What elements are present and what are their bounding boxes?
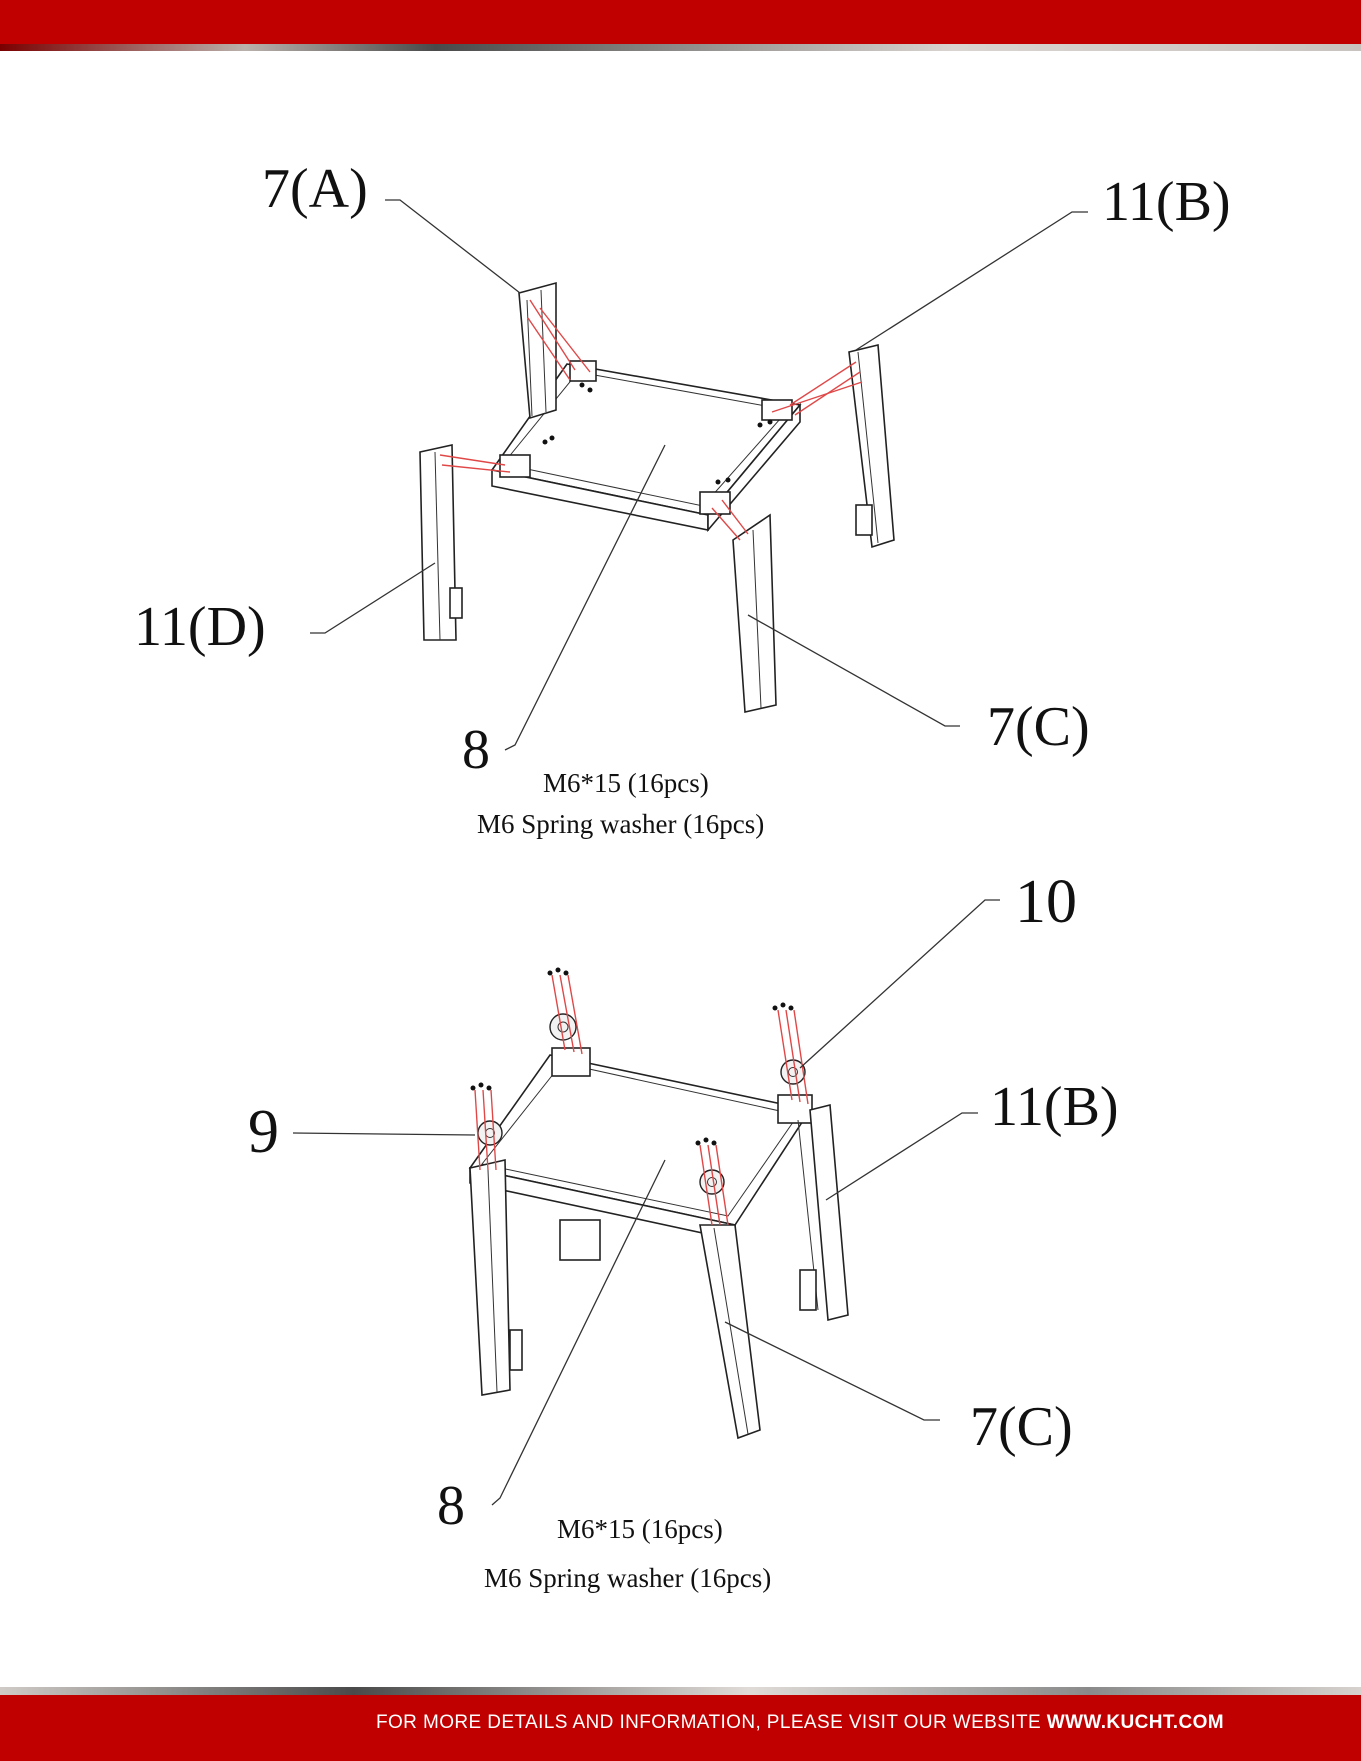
bottom-leg-back-left: [560, 1220, 600, 1260]
diagram-bottom: 10 9 11(B) 7(C) 8 M6*15 (16pcs) M6 Sprin…: [248, 868, 1119, 1593]
footer-metallic-stripe: [0, 1687, 1361, 1695]
bottom-leg-7c: [700, 1225, 760, 1438]
top-leg-7c: [733, 515, 776, 712]
footer-website-link[interactable]: WWW.KUCHT.COM: [1047, 1712, 1224, 1733]
bottom-hardware-screws: M6*15 (16pcs): [557, 1514, 723, 1544]
top-leg-11d: [420, 445, 462, 640]
top-label-11d: 11(D): [134, 596, 266, 658]
top-leader-7a: [385, 200, 520, 293]
bottom-label-9: 9: [248, 1098, 279, 1166]
bottom-leader-11b: [826, 1113, 978, 1200]
footer-text: FOR MORE DETAILS AND INFORMATION, PLEASE…: [376, 1708, 1281, 1738]
bottom-label-7c: 7(C): [970, 1396, 1073, 1458]
top-label-8: 8: [462, 719, 490, 781]
bottom-label-10: 10: [1015, 868, 1077, 936]
bottom-leg-11b: [798, 1105, 848, 1320]
bottom-leader-10: [800, 900, 1000, 1068]
bottom-label-8: 8: [437, 1475, 465, 1537]
footer-message: FOR MORE DETAILS AND INFORMATION, PLEASE…: [376, 1712, 1047, 1733]
top-hardware-washers: M6 Spring washer (16pcs): [477, 809, 764, 839]
bottom-label-11b: 11(B): [990, 1076, 1119, 1138]
bottom-leader-9: [293, 1133, 475, 1135]
top-leader-11b: [856, 212, 1088, 350]
bottom-caster-front-left: [478, 1121, 502, 1145]
top-label-7c: 7(C): [987, 696, 1090, 758]
top-leader-7c: [748, 615, 960, 726]
bottom-hardware-washers: M6 Spring washer (16pcs): [484, 1563, 771, 1593]
diagram-top: 7(A) 11(B) 11(D) 7(C) 8 M6*15 (16pcs) M6…: [134, 158, 1231, 839]
bottom-frame-part-8: [470, 1048, 812, 1240]
top-leader-11d: [310, 563, 435, 633]
top-label-7a: 7(A): [262, 158, 368, 220]
top-label-11b: 11(B): [1102, 171, 1231, 233]
top-hardware-screws: M6*15 (16pcs): [543, 768, 709, 798]
bottom-leg-front-left: [470, 1160, 522, 1395]
